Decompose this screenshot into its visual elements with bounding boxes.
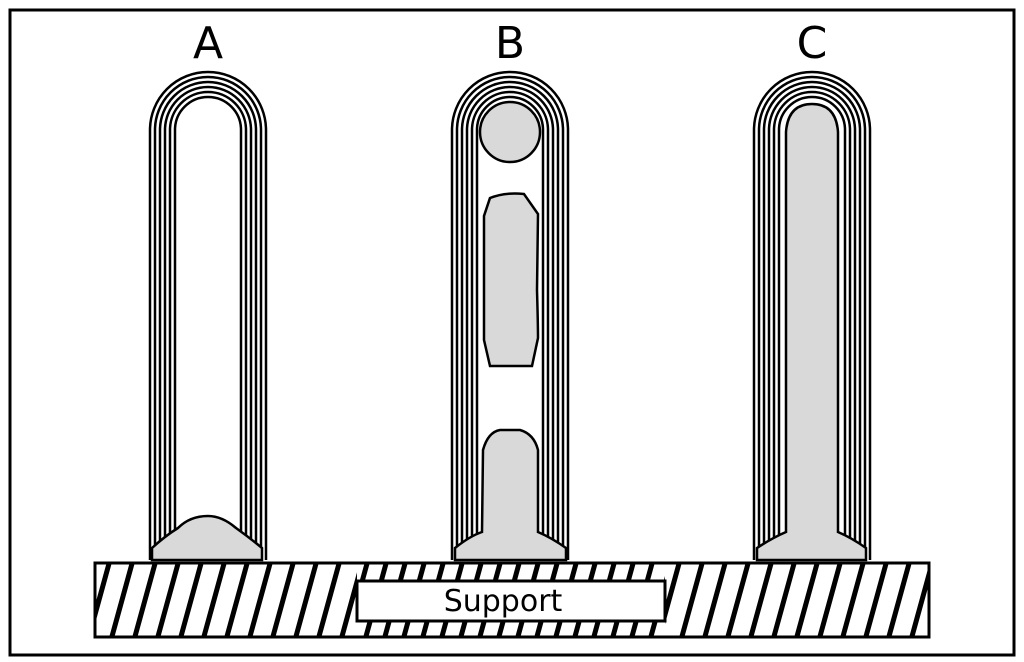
panel-label-c: C	[797, 18, 828, 69]
tube-wall-layer	[460, 80, 560, 560]
tube-wall-layer	[450, 70, 570, 560]
hatch-line	[293, 563, 319, 637]
hatch-line	[725, 563, 751, 637]
filling-c	[755, 102, 868, 562]
hatch-line	[863, 563, 889, 637]
tube-c	[752, 70, 872, 560]
encapsulated-particle-b-middle	[482, 192, 540, 368]
hatch-line	[665, 563, 682, 624]
hatch-line	[224, 563, 250, 637]
hatch-line	[771, 563, 797, 637]
tube-wall-layer	[465, 85, 555, 560]
catalyst-particle-b-base	[453, 428, 568, 562]
hatch-line	[840, 563, 866, 637]
tube-wall-layer	[455, 75, 565, 560]
tube-wall-layer	[163, 85, 253, 560]
tube-a	[148, 70, 268, 560]
tube-wall-layer	[173, 95, 243, 560]
hatch-line	[201, 563, 227, 637]
hatch-line	[794, 563, 820, 637]
hatch-line	[132, 563, 158, 637]
support-label: Support	[444, 584, 563, 619]
hatch-line	[270, 563, 296, 637]
tube-wall-layer	[148, 70, 268, 560]
tube-b	[450, 70, 570, 560]
tube-wall-layer	[777, 95, 847, 560]
hatch-line	[109, 563, 135, 637]
panel-label-b: B	[495, 18, 525, 69]
tube-wall-layer	[752, 70, 872, 560]
tube-wall-layer	[168, 90, 248, 560]
hatch-line	[817, 563, 843, 637]
hatch-line	[702, 563, 728, 637]
panel-label-a: A	[193, 18, 223, 69]
tube-wall-layer	[158, 80, 258, 560]
tube-wall-layer	[767, 85, 857, 560]
support-label-box	[355, 579, 667, 623]
tube-wall-layer	[762, 80, 862, 560]
hatch-line	[95, 563, 112, 624]
tube-wall-layer	[470, 90, 550, 560]
hatch-line	[247, 563, 273, 637]
hatch-line	[909, 565, 929, 637]
hatch-line	[748, 563, 774, 637]
hatch-line	[316, 563, 342, 637]
hatch-line	[679, 563, 705, 637]
tube-wall-layer	[475, 95, 545, 560]
hatch-line	[339, 572, 357, 637]
tube-wall-layer	[757, 75, 867, 560]
tube-wall-layer	[772, 90, 852, 560]
hatch-line	[178, 563, 204, 637]
tube-wall-layer	[153, 75, 263, 560]
hatch-line	[357, 563, 370, 610]
catalyst-particle-a	[150, 514, 264, 562]
hatch-line	[886, 563, 912, 637]
encapsulated-particle-b-top	[478, 100, 542, 164]
hatch-line	[155, 563, 181, 637]
